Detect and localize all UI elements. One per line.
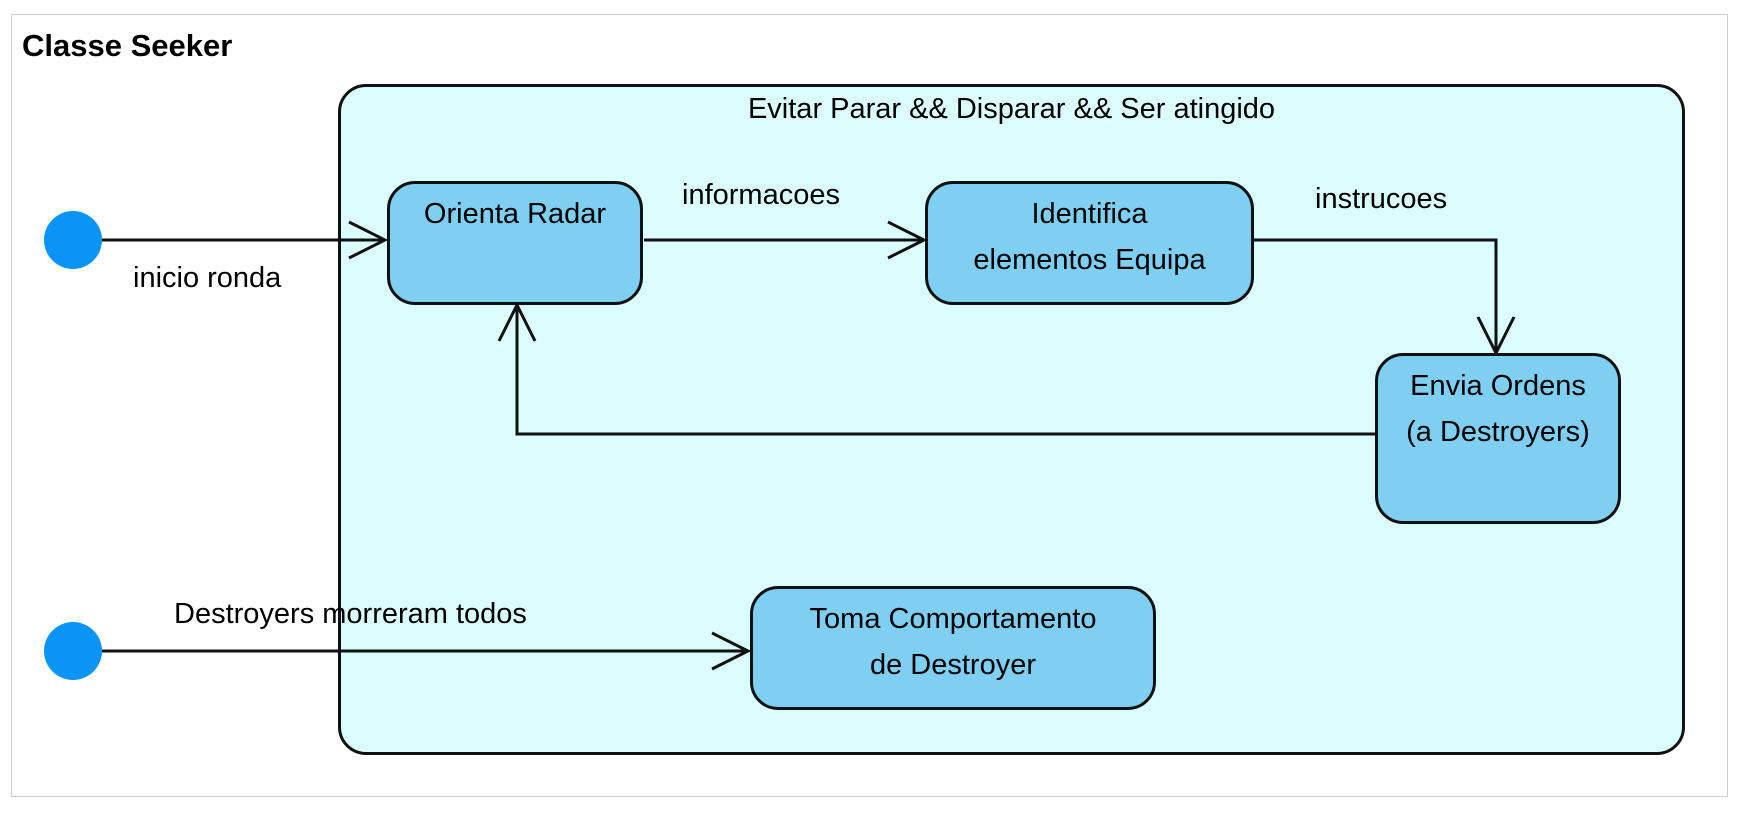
initial-node — [44, 622, 102, 680]
transition-loop-back — [515, 305, 1375, 436]
composite-state-label: Evitar Parar && Disparar && Ser atingido — [747, 93, 1276, 125]
state-label-line: Envia Ordens — [1410, 370, 1586, 402]
initial-node — [44, 211, 102, 269]
transition-label-informacoes: informacoes — [682, 179, 840, 211]
state-label-line: elementos Equipa — [973, 244, 1206, 276]
state-toma-comportamento: Toma Comportamento de Destroyer — [750, 586, 1156, 710]
arrowhead-destroyers-morreram — [711, 631, 752, 671]
arrowhead-inicio-ronda — [348, 220, 389, 260]
transition-label-instrucoes: instrucoes — [1315, 183, 1448, 215]
state-label-line: de Destroyer — [869, 649, 1036, 681]
transition-label-destroyers-morreram: Destroyers morreram todos — [174, 598, 527, 630]
state-orienta-radar: Orienta Radar — [387, 181, 643, 305]
state-identifica-elementos-equipa: Identifica elementos Equipa — [925, 181, 1254, 305]
state-label-line: (a Destroyers) — [1406, 416, 1590, 448]
state-envia-ordens: Envia Ordens (a Destroyers) — [1375, 353, 1621, 524]
state-label-line: Orienta Radar — [423, 198, 607, 230]
diagram-title: Classe Seeker — [22, 28, 233, 63]
diagram-frame — [11, 14, 1728, 797]
arrowhead-informacoes — [887, 220, 928, 260]
arrowhead-loop-back — [497, 301, 537, 342]
state-label-line: Identifica — [1031, 198, 1148, 230]
transition-instrucoes — [1254, 238, 1498, 353]
transition-label-inicio-ronda: inicio ronda — [133, 262, 282, 294]
state-label-line: Toma Comportamento — [809, 603, 1097, 635]
